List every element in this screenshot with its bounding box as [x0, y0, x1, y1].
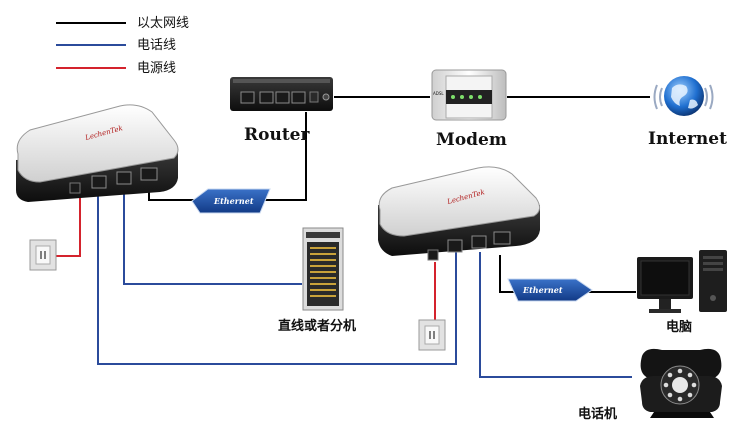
- extension-label: 直线或者分机: [278, 318, 356, 334]
- phone-adapter2-telephone: [479, 252, 632, 378]
- legend-phone-label: 电话线: [137, 38, 176, 53]
- modem-label: Modem: [436, 130, 507, 150]
- powerline-adapter-1: LechenTek: [16, 104, 179, 202]
- modem-adsl-text: ADSL: [433, 91, 444, 96]
- phone-adapter1-extension: [123, 185, 302, 285]
- power-adapter1-outlet: [56, 193, 81, 257]
- modem-icon: ADSL: [431, 69, 507, 121]
- legend: 以太网线 电话线 电源线: [56, 16, 189, 76]
- router-label: Router: [244, 125, 310, 145]
- phone-switchboard-icon: [302, 227, 344, 311]
- ethernet-arrow-1: Ethernet: [191, 188, 271, 214]
- ethernet-arrow-2-label: Ethernet: [522, 285, 563, 295]
- internet-label: Internet: [648, 129, 727, 149]
- phone-adapter1-adapter2: [97, 190, 457, 365]
- power-outlet-icon: [29, 239, 57, 271]
- globe-icon: [653, 76, 714, 116]
- legend-ethernet-label: 以太网线: [137, 16, 189, 31]
- desktop-computer-icon: [637, 250, 727, 313]
- ethernet-adapter2-computer: [499, 255, 636, 293]
- telephone-label: 电话机: [578, 406, 617, 422]
- router-icon: [230, 77, 333, 111]
- ethernet-arrow-2: Ethernet: [507, 278, 593, 302]
- power-outlet-icon: [418, 319, 446, 351]
- powerline-adapter-2: LechenTek: [378, 166, 540, 261]
- ethernet-arrow-1-label: Ethernet: [213, 196, 254, 206]
- legend-power-label: 电源线: [137, 61, 176, 76]
- rotary-phone-icon: [640, 348, 722, 418]
- computer-label: 电脑: [666, 319, 692, 335]
